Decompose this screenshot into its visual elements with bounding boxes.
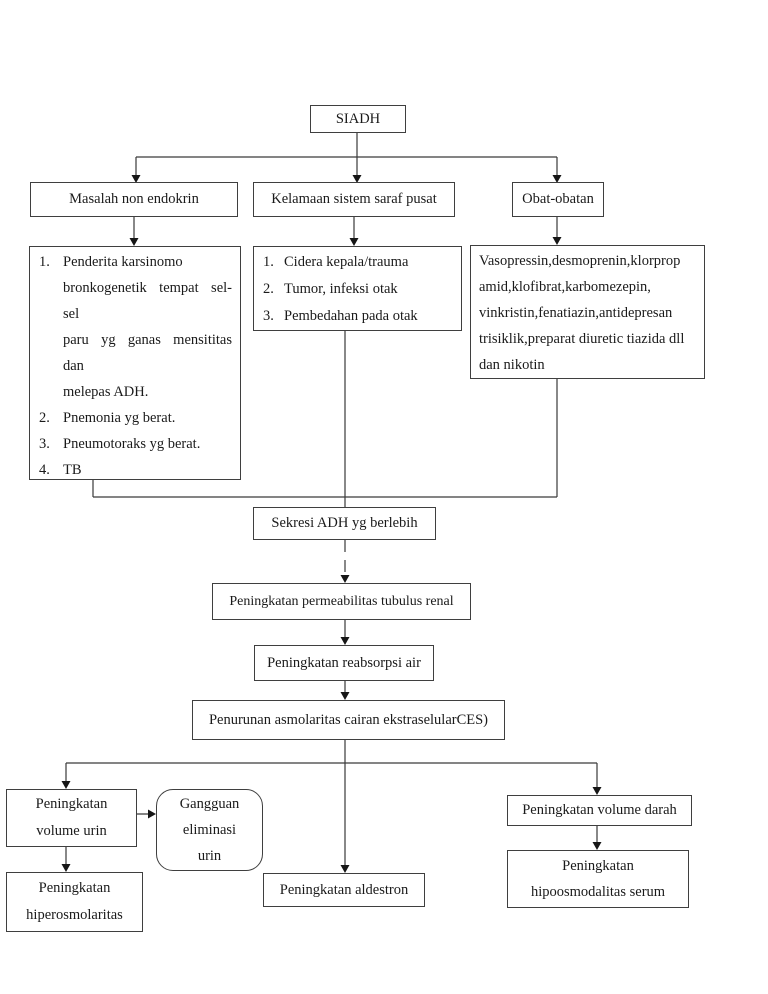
node-hiperosmolaritas-line: Peningkatan [38,880,111,896]
list-line: 3. Pneumotoraks yg berat. [39,431,232,457]
paragraph-line: vinkristin,fenatiazin,antidepresan [479,305,673,321]
list-text: Pneumotoraks yg berat. [63,436,201,452]
paragraph-line: dan nikotin [479,357,545,373]
list-line: bronkogenetik tempat sel- [39,275,232,301]
list-number: 3. [39,436,50,452]
node-hipoosmodalitas-line: hipoosmodalitas serum [530,884,666,900]
node-hiperosmolaritas: Peningkatan hiperosmolaritas [6,872,143,932]
list-line: 1. Penderita karsinomo [39,249,232,275]
list-line: 1. Cidera kepala/trauma [263,249,453,276]
list-text: melepas ADH. [63,384,149,400]
list-text: paru yg ganas mensititas [63,332,232,348]
node-aldestron-label: Peningkatan aldestron [279,881,409,898]
node-obat-obatan: Obat-obatan [512,182,604,217]
list-line: paru yg ganas mensititas [39,327,232,353]
node-siadh: SIADH [310,105,406,133]
node-reabsorpsi-label: Peningkatan reabsorpsi air [267,654,421,671]
node-masalah-label: Masalah non endokrin [69,191,199,207]
node-kelamaan-saraf-pusat: Kelamaan sistem saraf pusat [253,182,455,217]
node-masalah-non-endokrin: Masalah non endokrin [30,182,238,217]
list-text: TB [63,462,82,478]
node-penurunan-label: Penurunan asmolaritas cairan ekstraselul… [208,711,489,728]
list-text: Pnemonia yg berat. [63,410,176,426]
connector-lines [65,133,598,867]
list-number [39,353,63,379]
node-aldestron: Peningkatan aldestron [263,873,425,907]
list-line: melepas ADH. [39,379,232,405]
list-number [39,379,63,405]
node-hipoosmodalitas: Peningkatan hipoosmodalitas serum [507,850,689,908]
list-number: 4. [39,462,50,478]
list-number: 1. [39,254,50,270]
node-sekresi-adh: Sekresi ADH yg berlebih [253,507,436,540]
node-kelamaan-label: Kelamaan sistem saraf pusat [271,191,437,207]
list-line: sel [39,301,232,327]
paragraph-line: trisiklik,preparat diuretic tiazida dll [479,331,685,347]
node-penurunan-asmolaritas: Penurunan asmolaritas cairan ekstraselul… [192,700,505,740]
paragraph-line: Vasopressin,desmoprenin,klorprop [479,253,681,269]
list-text: Pembedahan pada otak [284,308,418,324]
list-line: 4. TB [39,457,232,483]
node-sekresi-label: Sekresi ADH yg berlebih [271,515,418,531]
list-text: bronkogenetik tempat sel- [63,280,232,296]
node-hiperosmolaritas-line: hiperosmolaritas [26,907,123,923]
detail-obat: Vasopressin,desmoprenin,klorprop amid,kl… [470,245,705,379]
node-gangguan-eliminasi: Gangguan eliminasi urin [156,789,263,871]
node-obat-label: Obat-obatan [522,191,594,207]
detail-saraf-pusat: 1. Cidera kepala/trauma 2. Tumor, infeks… [253,246,462,331]
list-line: 2. Pnemonia yg berat. [39,405,232,431]
node-gangguan-line: eliminasi [182,822,237,838]
list-text: Tumor, infeksi otak [284,281,398,297]
node-volume-urin-line: Peningkatan [35,796,108,812]
node-hipoosmodalitas-line: Peningkatan [562,858,634,874]
node-volume-darah-label: Peningkatan volume darah [522,802,677,818]
node-volume-urin: Peningkatan volume urin [6,789,137,847]
list-number: 1. [263,254,274,270]
list-text: sel [63,306,80,322]
paragraph-line: amid,klofibrat,karbomezepin, [479,279,651,295]
list-number: 3. [263,308,274,324]
node-reabsorpsi: Peningkatan reabsorpsi air [254,645,434,681]
list-number: 2. [39,410,50,426]
node-permeabilitas: Peningkatan permeabilitas tubulus renal [212,583,471,620]
node-gangguan-line: urin [197,848,222,864]
list-number [39,275,63,301]
list-line: 2. Tumor, infeksi otak [263,276,453,303]
list-text: Cidera kepala/trauma [284,254,409,270]
detail-non-endokrin: 1. Penderita karsinomo bronkogenetik tem… [29,246,241,480]
node-siadh-label: SIADH [335,110,381,127]
list-line: 3. Pembedahan pada otak [263,303,453,330]
list-number: 2. [263,281,274,297]
list-text: dan [63,358,84,374]
list-number [39,301,63,327]
node-volume-darah: Peningkatan volume darah [507,795,692,826]
list-line: dan [39,353,232,379]
node-gangguan-line: Gangguan [179,796,240,812]
node-permeabilitas-label: Peningkatan permeabilitas tubulus renal [229,593,454,609]
node-volume-urin-line: volume urin [36,823,107,839]
list-text: Penderita karsinomo [63,254,183,270]
list-number [39,327,63,353]
